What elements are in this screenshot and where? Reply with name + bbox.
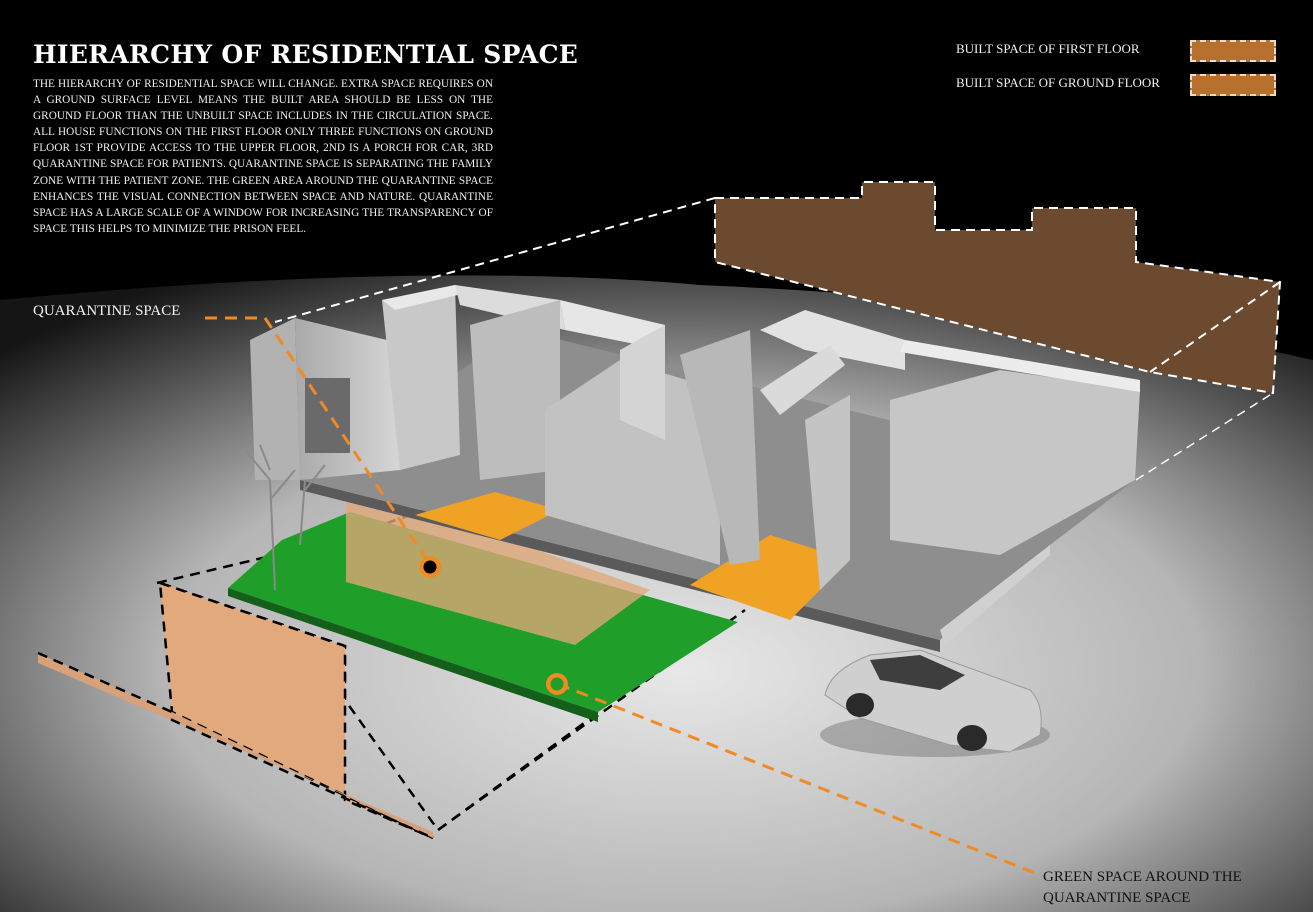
lit-floor-left <box>415 492 560 540</box>
legend-label: BUILT SPACE OF FIRST FLOOR <box>956 41 1140 56</box>
green-leader-line <box>557 682 1041 877</box>
lit-floor-right <box>690 535 850 620</box>
building-walls <box>250 285 1140 645</box>
legend-swatch-first-floor <box>1190 40 1276 62</box>
quarantine-label: QUARANTINE SPACE <box>33 303 181 319</box>
green-space-label: GREEN SPACE AROUND THE QUARANTINE SPACE <box>1043 869 1242 906</box>
legend: BUILT SPACE OF FIRST FLOOR BUILT SPACE O… <box>956 40 1286 108</box>
car-icon <box>820 649 1050 757</box>
legend-swatch-ground-floor <box>1190 74 1276 96</box>
legend-label: BUILT SPACE OF GROUND FLOOR <box>956 75 1160 90</box>
quarantine-marker <box>419 556 441 578</box>
page-title: HIERARCHY OF RESIDENTIAL SPACE <box>33 40 579 69</box>
quarantine-leader-line <box>205 316 432 566</box>
tree-left <box>244 444 326 591</box>
quarantine-volume <box>346 490 650 645</box>
legend-item-first-floor: BUILT SPACE OF FIRST FLOOR <box>956 40 1286 74</box>
legend-item-ground-floor: BUILT SPACE OF GROUND FLOOR <box>956 74 1286 108</box>
description-text: The hierarchy of residential space will … <box>33 78 493 235</box>
first-floor-footprint <box>274 181 1282 481</box>
green-space-marker <box>546 673 568 695</box>
